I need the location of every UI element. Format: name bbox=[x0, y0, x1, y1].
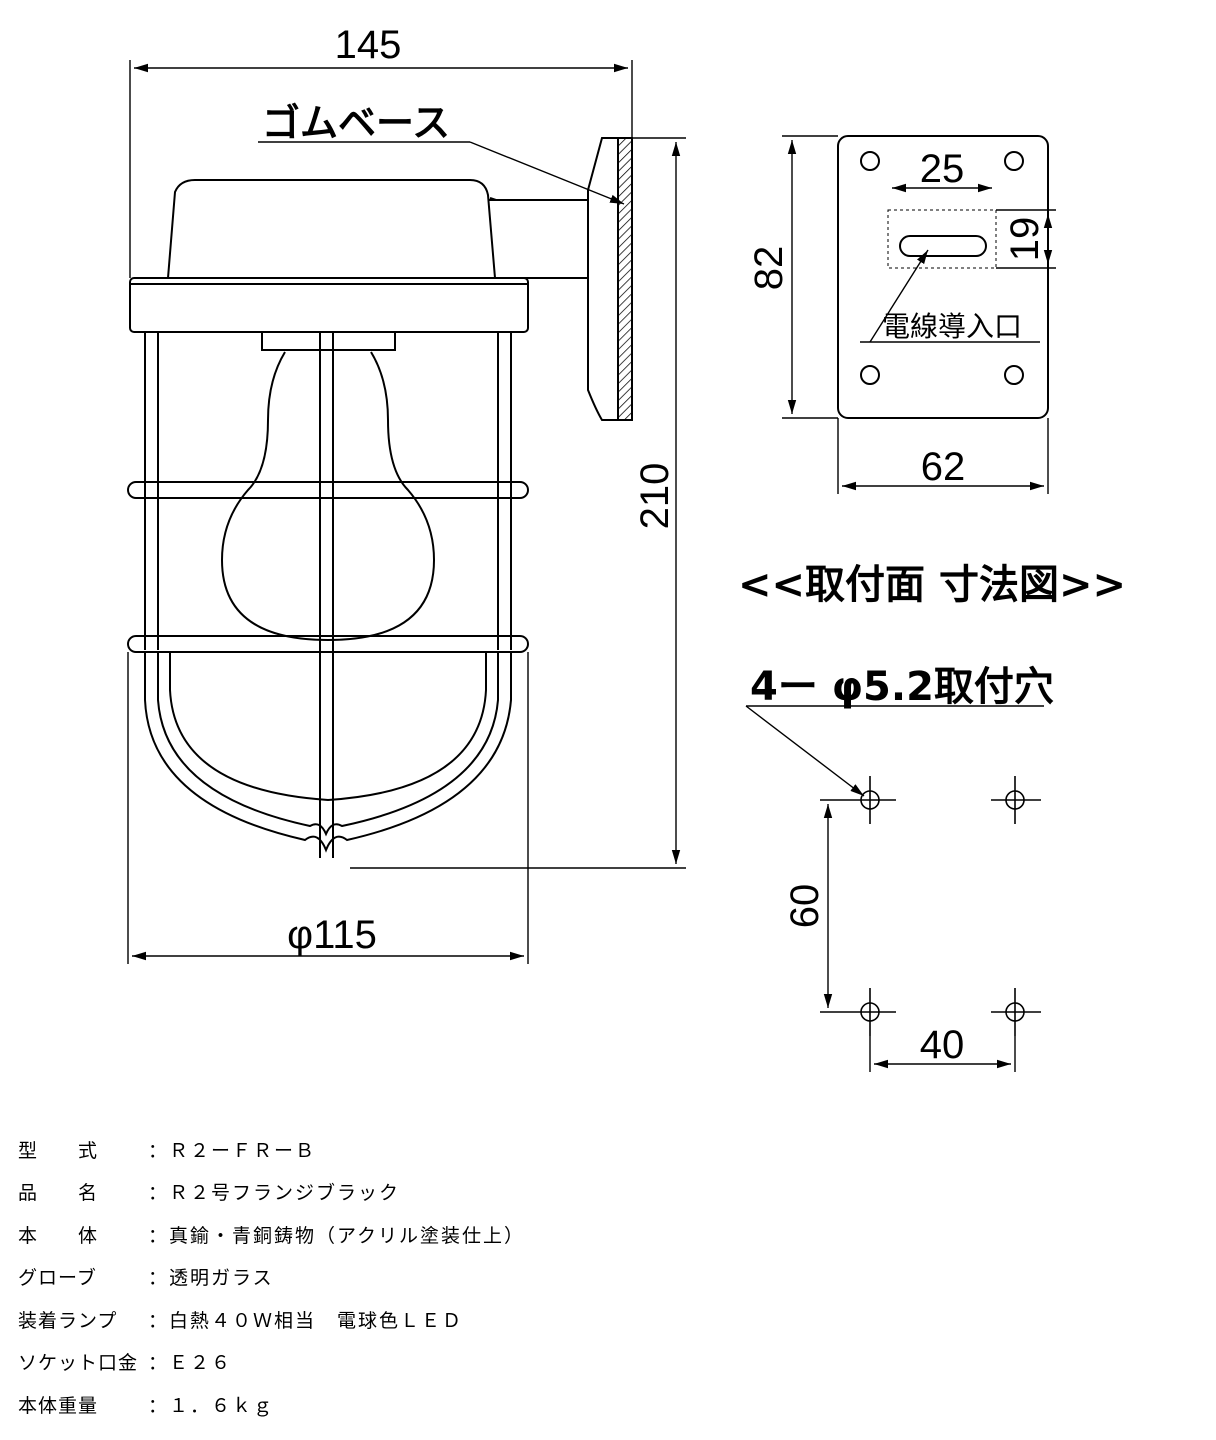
hole-dimensions bbox=[745, 705, 1044, 1072]
hole-tl bbox=[846, 776, 896, 824]
spec-row-weight: 本体重量 ：１．６ｋｇ bbox=[18, 1389, 274, 1419]
label-wire-entry: 電線導入口 bbox=[882, 310, 1022, 343]
spec-value: ：１．６ｋｇ bbox=[148, 1394, 275, 1417]
plate-hole-tr bbox=[1004, 151, 1024, 171]
spec-value: ：Ｒ２ーＦＲーＢ bbox=[148, 1139, 317, 1162]
spec-key: ソケット口金 bbox=[18, 1351, 139, 1374]
hole-tr bbox=[991, 776, 1041, 824]
dim-holes-vertical-60: 60 bbox=[783, 884, 827, 929]
guard-ring-lower bbox=[127, 635, 529, 653]
plate-outline bbox=[837, 135, 1049, 419]
dim-height-210: 210 bbox=[633, 463, 677, 530]
guard-ring-upper bbox=[127, 481, 529, 499]
plate-dimensions bbox=[782, 135, 1056, 494]
spec-value: ：透明ガラス bbox=[148, 1266, 274, 1289]
spec-key: 型 式 bbox=[18, 1139, 99, 1162]
spec-key: 本 体 bbox=[18, 1224, 99, 1247]
spec-key: 装着ランプ bbox=[18, 1309, 118, 1332]
dim-holes-horizontal-40: 40 bbox=[920, 1023, 965, 1067]
dim-slot-height-19: 19 bbox=[1003, 217, 1047, 262]
spec-row-globe: グローブ ：透明ガラス bbox=[18, 1261, 274, 1291]
socket bbox=[261, 332, 396, 351]
plate-hole-bl bbox=[860, 365, 880, 385]
label-mounting-holes: 4ー φ5.2取付穴 bbox=[750, 664, 1054, 710]
dim-diameter-115: φ115 bbox=[287, 913, 377, 957]
label-rubber-base: ゴムベース bbox=[262, 101, 450, 145]
plate-hole-tl bbox=[860, 151, 880, 171]
mounting-plate bbox=[837, 135, 1049, 419]
spec-row-model: 型 式 ：Ｒ２ーＦＲーＢ bbox=[18, 1134, 316, 1164]
dim-width-145: 145 bbox=[335, 23, 402, 67]
wall-flange bbox=[489, 137, 618, 421]
heading-mounting-dims: <<取付面 寸法図>> bbox=[738, 562, 1126, 608]
spec-row-body: 本 体 ：真鍮・青銅鋳物（アクリル塗装仕上） bbox=[18, 1219, 525, 1249]
spec-value: ：Ｅ２６ bbox=[148, 1351, 233, 1374]
spec-key: 本体重量 bbox=[18, 1394, 99, 1417]
mounting-holes bbox=[846, 776, 1041, 1036]
lamp-dimensions bbox=[127, 60, 686, 964]
spec-value: ：Ｒ２号フランジブラック bbox=[148, 1181, 401, 1204]
glass-globe bbox=[169, 652, 487, 802]
plate-hole-br bbox=[1004, 365, 1024, 385]
hole-bl bbox=[846, 988, 896, 1036]
dim-slot-width-25: 25 bbox=[920, 147, 965, 191]
cage-curve bbox=[144, 652, 512, 853]
bulb bbox=[220, 351, 436, 642]
wire-slot-zone bbox=[887, 209, 997, 269]
spec-value: ：白熱４０Ｗ相当 電球色ＬＥＤ bbox=[148, 1309, 464, 1332]
lamp-side-view bbox=[127, 137, 633, 858]
dim-plate-width-62: 62 bbox=[921, 445, 966, 489]
top-band bbox=[129, 277, 529, 333]
spec-key: グローブ bbox=[18, 1266, 97, 1289]
spec-row-name: 品 名 ：Ｒ２号フランジブラック bbox=[18, 1176, 400, 1206]
wall-hatch bbox=[617, 137, 633, 421]
top-cap bbox=[167, 179, 496, 279]
spec-row-socket: ソケット口金 ：Ｅ２６ bbox=[18, 1346, 232, 1376]
hole-br bbox=[991, 988, 1041, 1036]
spec-value: ：真鍮・青銅鋳物（アクリル塗装仕上） bbox=[148, 1224, 526, 1247]
spec-row-lamp: 装着ランプ ：白熱４０Ｗ相当 電球色ＬＥＤ bbox=[18, 1304, 463, 1334]
technical-drawing: 145 210 φ115 ゴムベース 82 62 25 19 電線導入口 <<取… bbox=[127, 23, 1126, 1072]
wire-slot bbox=[899, 235, 987, 257]
dim-plate-height-82: 82 bbox=[747, 246, 791, 291]
spec-key: 品 名 bbox=[18, 1181, 99, 1204]
